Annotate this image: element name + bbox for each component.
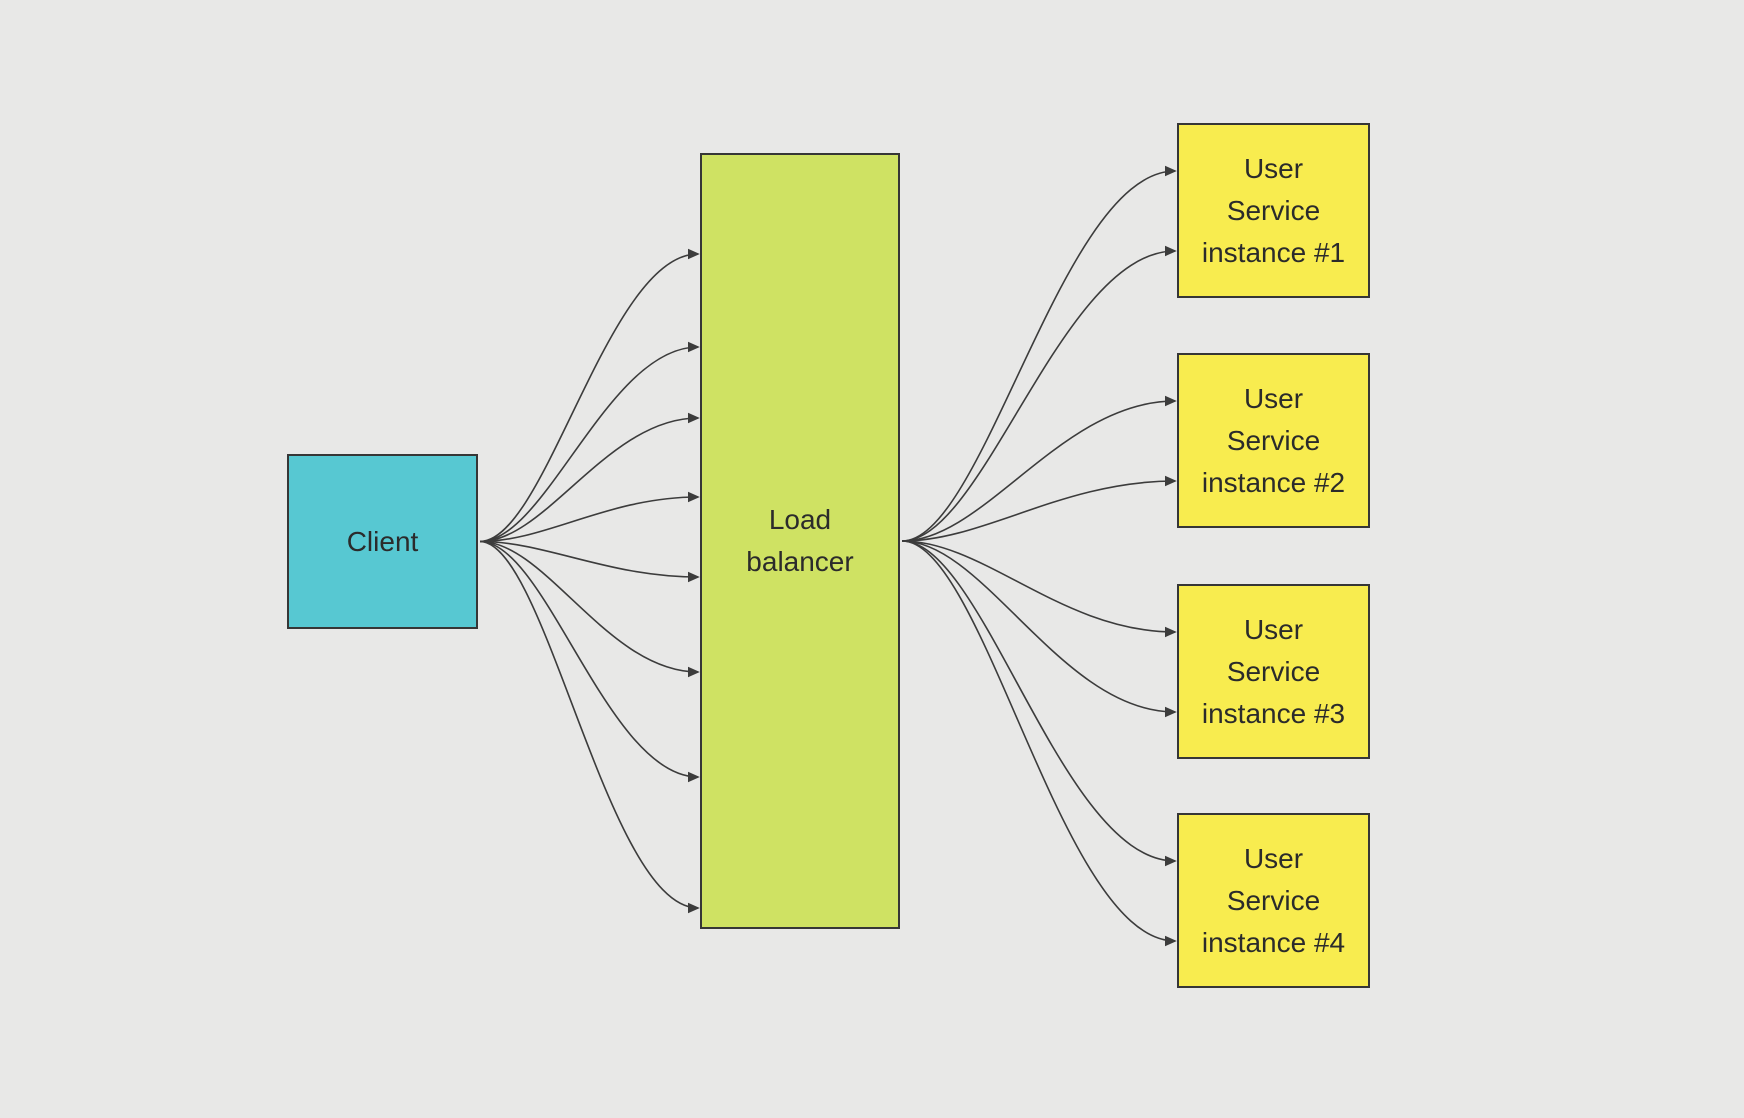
edge-client-to-load-balancer (479, 540, 700, 583)
edge-load-balancer-to-instance-2 (901, 395, 1177, 542)
node-user-service-instance-1: User Service instance #1 (1177, 123, 1370, 298)
edge-client-to-load-balancer (479, 491, 700, 543)
node-load-balancer-label: Load balancer (746, 504, 854, 577)
edge-load-balancer-to-instance-1 (901, 245, 1177, 542)
node-user-service-instance-3-label: User Service instance #3 (1201, 613, 1346, 729)
edge-client-to-load-balancer (479, 540, 700, 678)
edge-client-to-load-balancer (479, 341, 700, 543)
edge-load-balancer-to-instance-2 (901, 475, 1177, 542)
edge-load-balancer-to-instance-1 (901, 165, 1177, 542)
node-client: Client (287, 454, 478, 629)
node-load-balancer: Load balancer (700, 153, 900, 929)
edge-client-to-load-balancer (479, 540, 700, 914)
edge-load-balancer-to-instance-4 (901, 540, 1177, 867)
node-user-service-instance-2: User Service instance #2 (1177, 353, 1370, 528)
node-user-service-instance-2-label: User Service instance #2 (1201, 382, 1346, 498)
node-user-service-instance-4-label: User Service instance #4 (1201, 842, 1346, 958)
edge-load-balancer-to-instance-4 (901, 540, 1177, 947)
edge-load-balancer-to-instance-3 (901, 540, 1177, 638)
edge-load-balancer-to-instance-3 (901, 540, 1177, 718)
node-user-service-instance-3: User Service instance #3 (1177, 584, 1370, 759)
node-user-service-instance-4: User Service instance #4 (1177, 813, 1370, 988)
edge-client-to-load-balancer (479, 248, 700, 543)
node-client-label: Client (346, 525, 419, 557)
edge-client-to-load-balancer (479, 412, 700, 543)
edge-client-to-load-balancer (479, 540, 700, 783)
node-user-service-instance-1-label: User Service instance #1 (1201, 152, 1346, 268)
